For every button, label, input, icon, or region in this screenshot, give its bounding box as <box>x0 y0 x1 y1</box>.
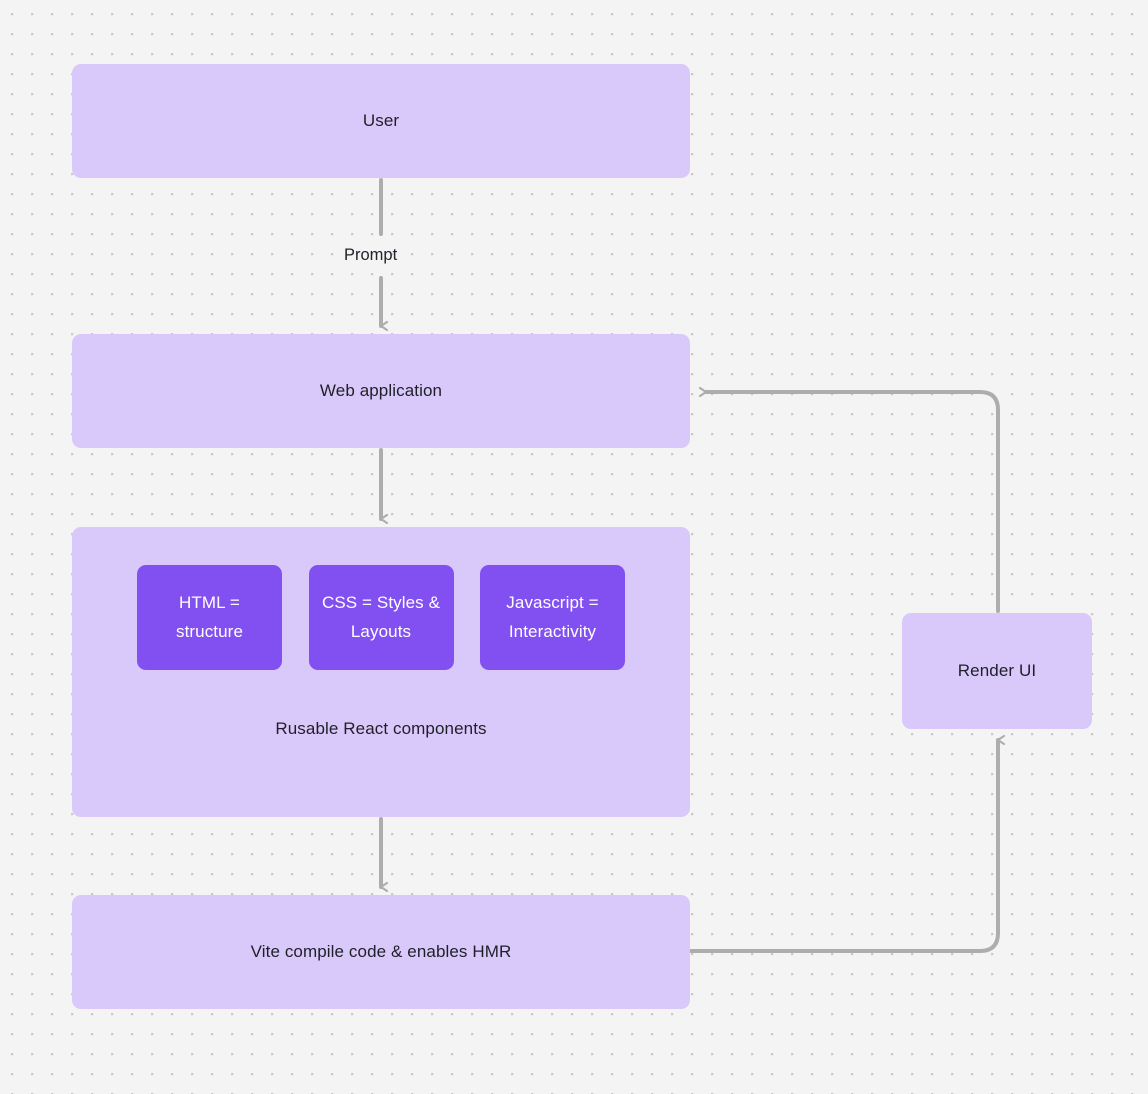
node-render-ui[interactable]: Render UI <box>902 613 1092 729</box>
node-web-application-label: Web application <box>319 380 443 400</box>
chip-css-label: CSS = Styles & Layouts <box>321 592 441 641</box>
chip-css[interactable]: CSS = Styles & Layouts <box>308 565 454 670</box>
node-vite-label: Vite compile code & enables HMR <box>250 941 512 961</box>
edge-vite-to-render <box>689 740 998 953</box>
node-web-application[interactable]: Web application <box>72 334 690 448</box>
edge-render-to-webapp <box>706 392 1000 613</box>
node-render-ui-label: Render UI <box>957 660 1037 680</box>
chip-html[interactable]: HTML = structure <box>137 565 282 670</box>
node-user-label: User <box>362 110 400 130</box>
node-vite[interactable]: Vite compile code & enables HMR <box>72 895 690 1009</box>
node-react-components-group[interactable]: HTML = structure CSS = Styles & Layouts … <box>72 527 690 817</box>
edge-label-prompt: Prompt <box>344 246 398 264</box>
chip-javascript[interactable]: Javascript = Interactivity <box>480 565 625 670</box>
chip-html-label: HTML = structure <box>175 592 244 641</box>
react-chip-row: HTML = structure CSS = Styles & Layouts … <box>137 565 625 670</box>
chip-javascript-label: Javascript = Interactivity <box>506 592 599 641</box>
react-group-caption: Rusable React components <box>275 719 487 738</box>
node-user[interactable]: User <box>72 64 690 178</box>
